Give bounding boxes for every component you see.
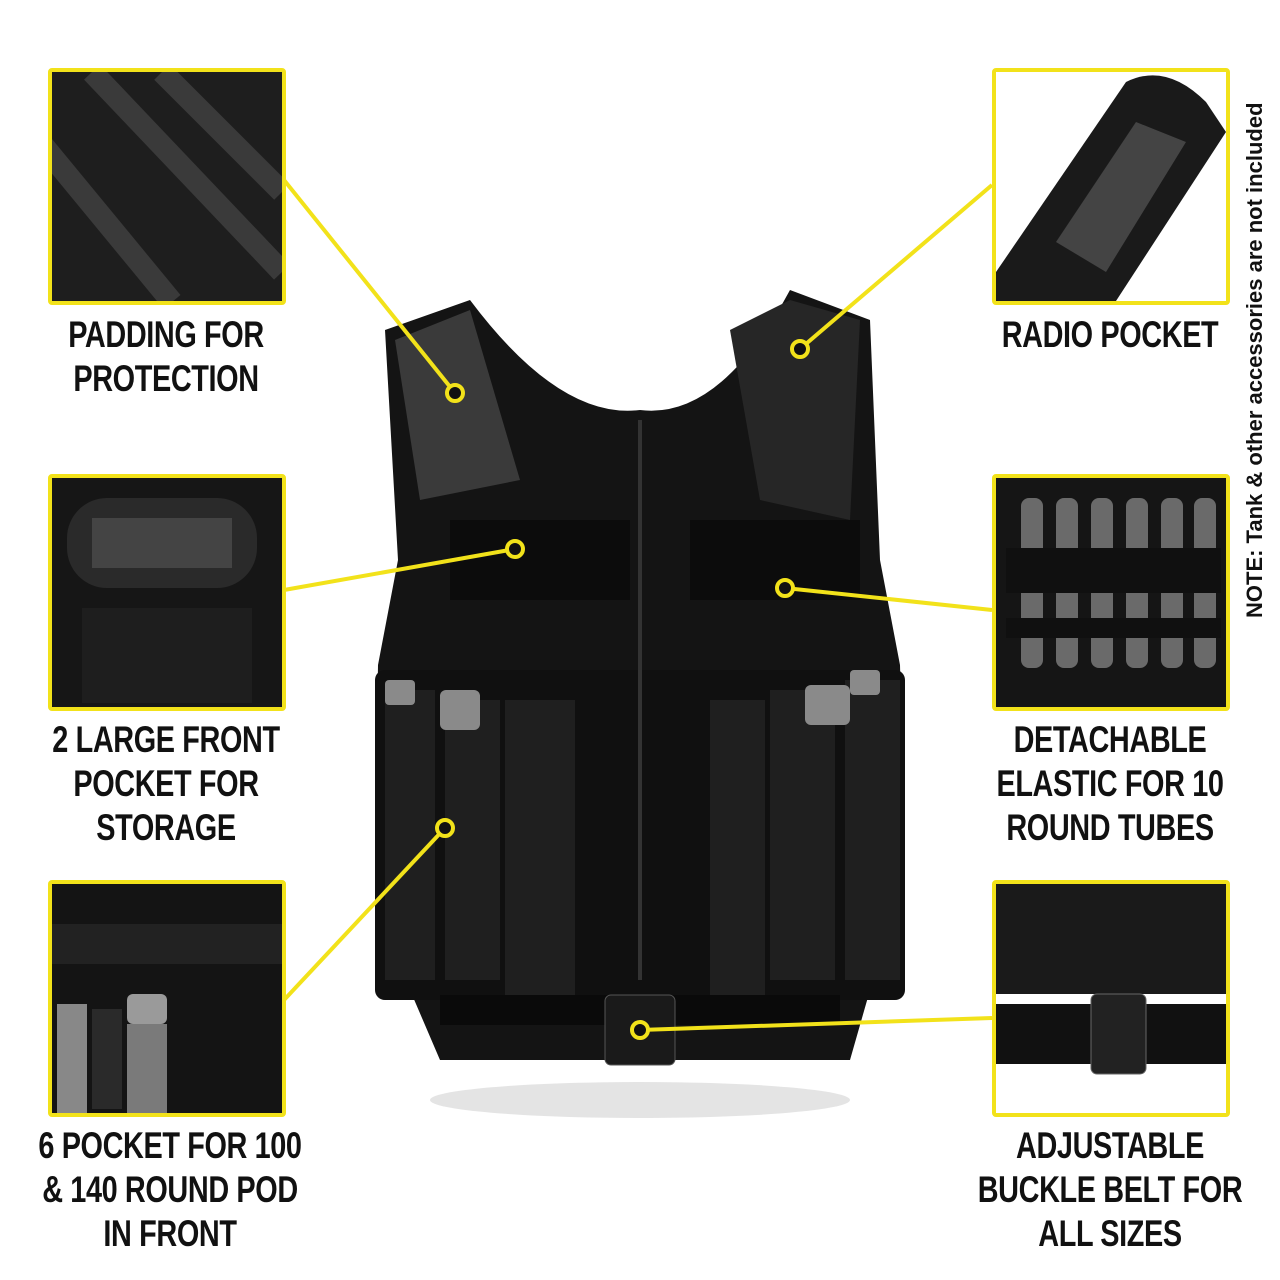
pod-pockets-closeup-image	[48, 880, 286, 1117]
radio-pocket-closeup-image	[992, 68, 1230, 305]
padding-closeup-image	[48, 68, 286, 305]
front-pocket-closeup-image	[48, 474, 286, 711]
feature-label-radio-pocket: RADIO POCKET	[1001, 314, 1219, 355]
accessories-note: NOTE: Tank & other accessories are not i…	[1242, 102, 1267, 618]
buckle-belt-closeup-image	[992, 880, 1230, 1117]
elastic-tubes-closeup-image	[992, 474, 1230, 711]
